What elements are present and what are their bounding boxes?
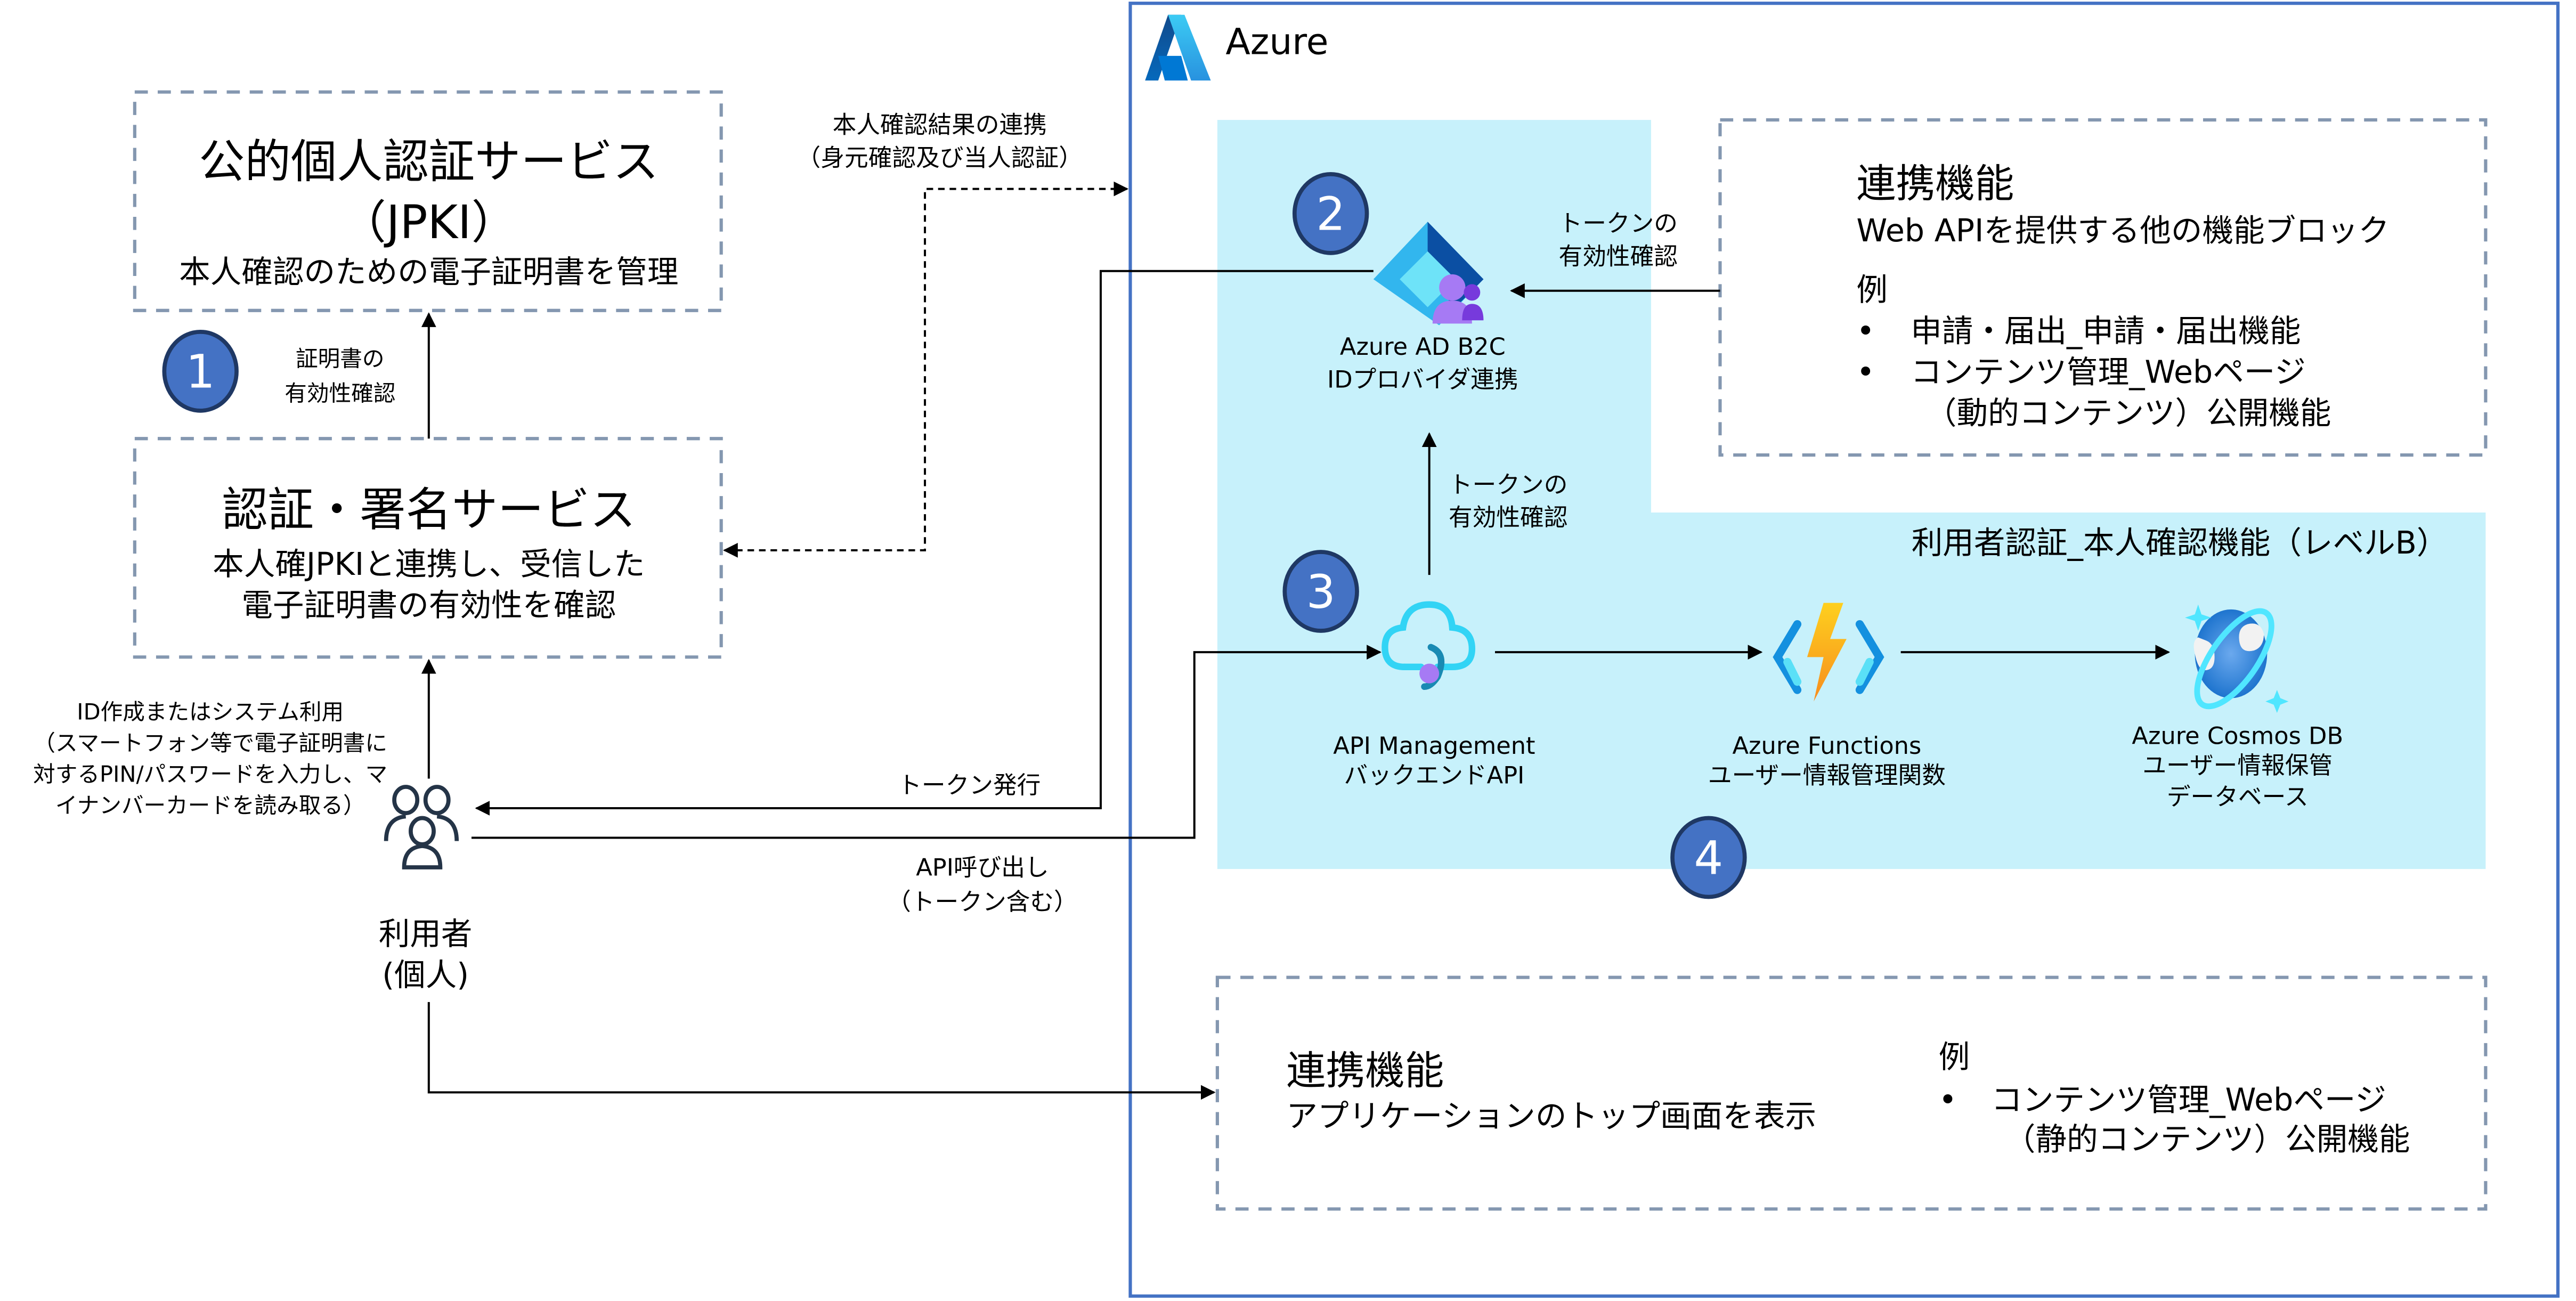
integration-top-box: 連携機能 アプリケーションのトップ画面を表示 例 • コンテンツ管理_Webペー… bbox=[1215, 975, 2488, 1211]
integration-api-bullet-2b: （動的コンテンツ）公開機能 bbox=[1925, 395, 2331, 432]
azure-functions-icon bbox=[1773, 603, 1884, 702]
api-call-label-2: （トークン含む） bbox=[887, 888, 1078, 916]
jpki-description: 本人確認のための電子証明書を管理 bbox=[179, 254, 678, 290]
auth-line1: 本人確JPKIと連携し、受信した bbox=[213, 546, 645, 582]
cert-check-label-2: 有効性確認 bbox=[285, 380, 395, 406]
step-badge-2: 2 bbox=[1292, 172, 1369, 255]
integration-api-box: 連携機能 Web APIを提供する他の機能ブロック 例 • 申請・届出_申請・届… bbox=[1718, 118, 2488, 457]
integration-api-title: 連携機能 bbox=[1856, 161, 2014, 207]
token-check-right-2: 有効性確認 bbox=[1559, 242, 1678, 270]
integration-top-subtitle: アプリケーションのトップ画面を表示 bbox=[1286, 1098, 1816, 1134]
api-call-label-1: API呼び出し bbox=[916, 853, 1049, 881]
user-action-label-4: イナンバーカードを読み取る） bbox=[55, 792, 365, 818]
svg-text:4: 4 bbox=[1694, 832, 1723, 885]
integration-api-bullet-1: 申請・届出_申請・届出機能 bbox=[1911, 313, 2301, 349]
link-label-2: （身元確認及び当人認証） bbox=[797, 144, 1083, 172]
step-badge-1: 1 bbox=[162, 329, 239, 413]
section-label: 利用者認証_本人確認機能（レベルB） bbox=[1912, 525, 2448, 561]
users-icon bbox=[384, 785, 459, 869]
azure-ad-b2c-icon bbox=[1373, 222, 1484, 326]
integration-api-example: 例 bbox=[1856, 272, 1888, 308]
integration-api-bullet-2a: コンテンツ管理_Webページ bbox=[1911, 354, 2306, 390]
functions-label-1: Azure Functions bbox=[1732, 732, 1921, 760]
jpki-box: 公的個人認証サービス （JPKI） 本人確認のための電子証明書を管理 bbox=[133, 90, 723, 312]
token-check-right-1: トークンの bbox=[1559, 210, 1678, 238]
token-check-below-1: トークンの bbox=[1449, 471, 1567, 499]
user-action-label-1: ID作成またはシステム利用 bbox=[77, 699, 344, 725]
svg-text:2: 2 bbox=[1316, 188, 1345, 241]
apim-label-1: API Management bbox=[1333, 732, 1535, 760]
azure-logo-icon bbox=[1145, 14, 1211, 81]
svg-text:3: 3 bbox=[1306, 566, 1336, 619]
integration-top-title: 連携機能 bbox=[1286, 1048, 1444, 1094]
cosmos-label-1: Azure Cosmos DB bbox=[2132, 722, 2343, 750]
b2c-label-1: Azure AD B2C bbox=[1340, 333, 1506, 361]
api-management-icon bbox=[1382, 601, 1476, 690]
integration-top-example: 例 bbox=[1939, 1039, 1970, 1075]
link-label-1: 本人確認結果の連携 bbox=[833, 111, 1047, 139]
user-to-top-integration-arrow bbox=[427, 1002, 1216, 1100]
cosmos-label-2: ユーザー情報保管 bbox=[2142, 752, 2333, 779]
user-label-1: 利用者 bbox=[379, 916, 473, 952]
step-badge-4: 4 bbox=[1670, 816, 1747, 899]
apim-label-2: バックエンドAPI bbox=[1344, 762, 1525, 790]
cosmos-label-3: データベース bbox=[2167, 783, 2309, 811]
azure-title: Azure bbox=[1225, 21, 1328, 63]
jpki-subtitle: （JPKI） bbox=[340, 196, 517, 249]
identity-result-link-arrow bbox=[723, 181, 1129, 558]
user-action-label-3: 対するPIN/パスワードを入力し、マ bbox=[33, 761, 387, 787]
cosmos-db-icon bbox=[2185, 604, 2289, 713]
user-action-label-2: （スマートフォン等で電子証明書に bbox=[33, 730, 387, 756]
bullet-icon: • bbox=[1939, 1082, 1957, 1118]
token-check-below-2: 有効性確認 bbox=[1449, 504, 1567, 532]
integration-api-subtitle: Web APIを提供する他の機能ブロック bbox=[1856, 213, 2390, 249]
jpki-title: 公的個人認証サービス bbox=[199, 135, 659, 189]
auth-title: 認証・署名サービス bbox=[222, 484, 636, 537]
step-badge-3: 3 bbox=[1282, 550, 1359, 633]
token-issue-label: トークン発行 bbox=[898, 771, 1041, 799]
auth-signature-box: 認証・署名サービス 本人確JPKIと連携し、受信した 電子証明書の有効性を確認 bbox=[133, 437, 723, 659]
bullet-icon: • bbox=[1856, 354, 1875, 390]
integration-top-bullet-1b: （静的コンテンツ）公開機能 bbox=[2004, 1121, 2410, 1157]
user-label-2: (個人) bbox=[382, 957, 469, 993]
functions-label-2: ユーザー情報管理関数 bbox=[1708, 762, 1946, 790]
auth-line2: 電子証明書の有効性を確認 bbox=[241, 587, 616, 623]
api-call-arrow bbox=[471, 645, 1382, 839]
b2c-label-2: IDプロバイダ連携 bbox=[1327, 366, 1518, 394]
cert-check-label-1: 証明書の bbox=[296, 346, 384, 372]
token-issue-arrow bbox=[475, 270, 1374, 816]
user-auth-region bbox=[1217, 120, 2486, 869]
integration-top-bullet-1a: コンテンツ管理_Webページ bbox=[1991, 1082, 2386, 1118]
bullet-icon: • bbox=[1856, 313, 1875, 349]
svg-text:1: 1 bbox=[186, 346, 215, 399]
